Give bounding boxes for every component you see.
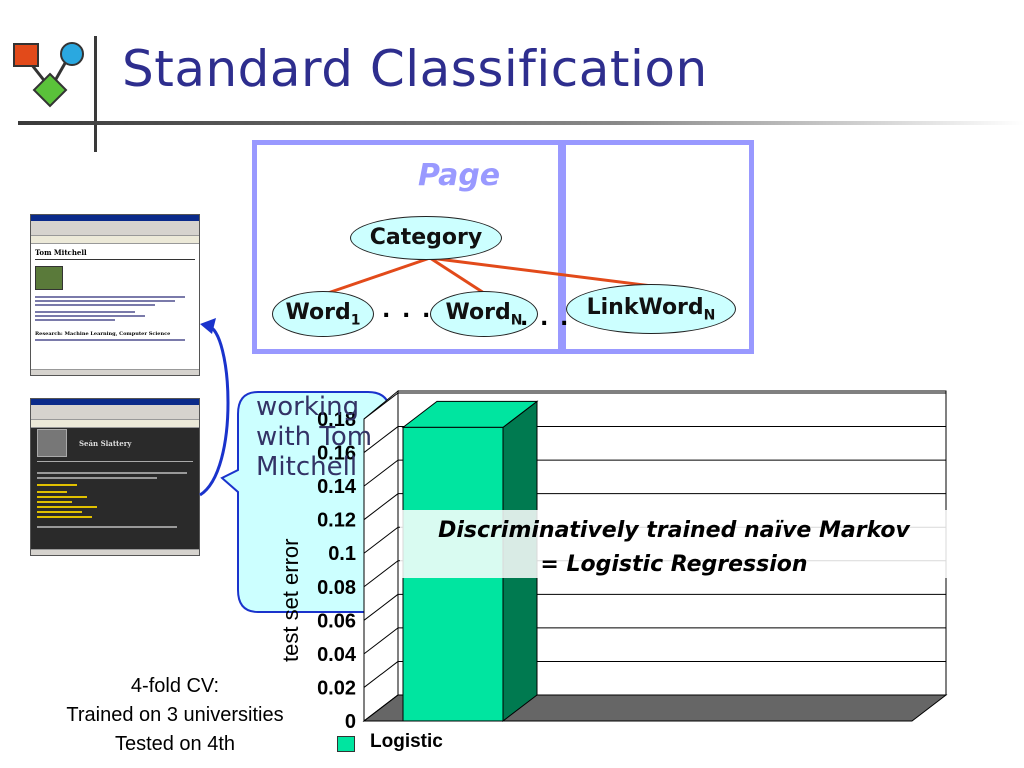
y-tick-label: 0.12	[317, 510, 356, 532]
ellipsis-2: . . .	[520, 306, 571, 331]
y-tick-label: 0.14	[317, 476, 357, 498]
callout-text: working with Tom Mitchell	[256, 392, 373, 482]
overlay-caption: Discriminatively trained naïve Markov = …	[400, 514, 948, 582]
y-axis-label-text: test set error	[278, 538, 303, 662]
y-tick-label: 0.02	[317, 677, 356, 699]
gridline-side	[363, 627, 399, 655]
overlay-line-1: Discriminatively trained naïve Markov	[438, 518, 910, 543]
legend-swatch	[337, 736, 355, 752]
y-tick-label: 0.18	[317, 409, 356, 431]
y-tick-label: 0.1	[328, 543, 356, 565]
experiment-description: 4-fold CV: Trained on 3 universities Tes…	[30, 672, 320, 759]
wordN-subscript: N	[510, 312, 523, 329]
y-tick-label: 0.08	[317, 577, 356, 599]
page-heading: Seán Slattery	[79, 439, 132, 448]
slide-title: Standard Classification	[122, 40, 708, 98]
link-arrow	[199, 324, 230, 497]
wordN-node: WordN	[430, 291, 538, 337]
experiment-line-3: Tested on 4th	[114, 733, 236, 755]
address-bar	[31, 420, 199, 428]
word1-label: Word	[285, 300, 351, 325]
y-axis-ticks: 0 0.02 0.04 0.06 0.08 0.1 0.12 0.14 0.16 0.18	[317, 409, 357, 733]
gridline-side	[363, 694, 399, 722]
overlay-background	[400, 510, 948, 578]
arrow-head	[200, 318, 216, 334]
overlay-line-2: = Logistic Regression	[540, 552, 808, 577]
window-titlebar	[31, 215, 199, 221]
gridline-side	[363, 526, 399, 554]
edge-category-wordN	[429, 256, 485, 295]
edge-category-word1	[321, 256, 431, 297]
y-tick-label: 0.16	[317, 443, 356, 465]
experiment-line-2: Trained on 3 universities	[66, 704, 284, 726]
category-node: Category	[350, 216, 502, 260]
wordN-label: Word	[445, 300, 511, 325]
browser-toolbar	[31, 221, 199, 236]
portrait-photo	[35, 266, 63, 290]
gridline-side	[363, 593, 399, 621]
page-heading: Tom Mitchell	[35, 248, 87, 257]
portrait-photo	[37, 429, 67, 457]
title-divider	[94, 36, 97, 152]
linkword-subscript: N	[703, 307, 716, 324]
y-tick-label: 0	[345, 711, 356, 733]
browser-screenshot-mitchell: Tom Mitchell Research: Machine Learning,…	[30, 214, 200, 376]
legend-label: Logistic	[370, 731, 443, 752]
linkword-node: LinkWordN	[566, 284, 736, 334]
linkword-label: LinkWord	[586, 295, 704, 320]
gridline-side	[363, 661, 399, 688]
page-label: Page	[418, 158, 501, 193]
gridline-side	[363, 426, 399, 453]
y-axis-label: test set error	[278, 539, 304, 662]
ellipsis-1: . . .	[382, 298, 433, 323]
browser-screenshot-slattery: Seán Slattery	[30, 398, 200, 556]
logo-icon	[10, 40, 90, 110]
word1-subscript: 1	[350, 312, 361, 329]
gridline-side	[363, 493, 399, 521]
title-underline	[18, 121, 1024, 125]
status-bar	[31, 549, 199, 555]
experiment-line-1: 4-fold CV:	[130, 675, 220, 697]
window-titlebar	[31, 399, 199, 405]
y-tick-label: 0.06	[317, 610, 356, 632]
word1-node: Word1	[272, 291, 374, 337]
category-label: Category	[369, 225, 483, 250]
gridline-side	[363, 459, 399, 487]
gridline-side	[363, 560, 399, 588]
browser-toolbar	[31, 405, 199, 420]
section-heading: Research: Machine Learning, Computer Sci…	[35, 331, 171, 337]
address-bar	[31, 236, 199, 244]
page-divider	[558, 145, 566, 349]
gridline-side	[363, 392, 399, 420]
y-tick-label: 0.04	[317, 644, 357, 666]
edge-category-linkword	[429, 256, 653, 288]
status-bar	[31, 369, 199, 375]
